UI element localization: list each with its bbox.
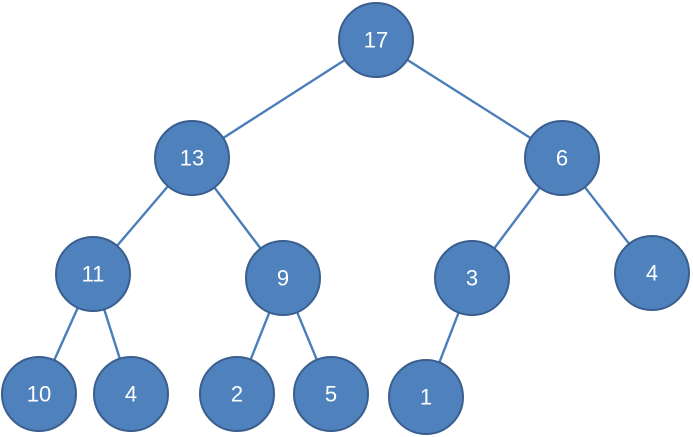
node-label: 5 <box>325 382 337 407</box>
node-label: 3 <box>466 266 478 291</box>
edge-n6-n4a <box>582 184 632 247</box>
node-label: 17 <box>364 28 388 53</box>
node-circle <box>154 120 230 196</box>
edge-n11-n10 <box>52 305 80 363</box>
edge-n13-n11 <box>114 183 171 249</box>
edge-n17-n13 <box>220 57 348 141</box>
tree-node-n3: 3 <box>434 240 510 316</box>
node-circle <box>614 235 690 311</box>
tree-node-n9: 9 <box>245 240 321 316</box>
node-label: 4 <box>646 261 658 286</box>
tree-node-n1: 1 <box>388 359 464 435</box>
tree-node-n5: 5 <box>293 356 369 432</box>
node-circle <box>245 240 321 316</box>
node-circle <box>338 2 414 78</box>
node-circle <box>524 120 600 196</box>
tree-node-n13: 13 <box>154 120 230 196</box>
node-circle <box>1 356 77 432</box>
node-label: 13 <box>180 146 204 171</box>
tree-node-n4a: 4 <box>614 235 690 311</box>
edge-n17-n6 <box>404 57 534 141</box>
tree-node-n6: 6 <box>524 120 600 196</box>
edge-n13-n9 <box>212 185 263 251</box>
node-label: 9 <box>277 266 289 291</box>
edge-n9-n2 <box>248 310 272 362</box>
node-circle <box>388 359 464 435</box>
node-circle <box>93 356 169 432</box>
node-label: 2 <box>231 382 243 407</box>
node-label: 4 <box>125 382 137 407</box>
edge-n9-n5 <box>295 309 319 363</box>
node-circle <box>199 356 275 432</box>
node-label: 1 <box>420 385 432 410</box>
tree-edges <box>52 57 632 365</box>
tree-node-n2: 2 <box>199 356 275 432</box>
tree-node-n4b: 4 <box>93 356 169 432</box>
node-circle <box>55 236 131 312</box>
node-label: 11 <box>82 262 105 287</box>
node-circle <box>434 240 510 316</box>
edge-n6-n3 <box>492 185 542 251</box>
edge-n11-n4b <box>102 307 122 361</box>
node-label: 6 <box>556 146 568 171</box>
tree-node-n17: 17 <box>338 2 414 78</box>
node-label: 10 <box>27 382 51 407</box>
edge-n3-n1 <box>437 310 461 365</box>
tree-node-n10: 10 <box>1 356 77 432</box>
tree-node-n11: 11 <box>55 236 131 312</box>
node-circle <box>293 356 369 432</box>
